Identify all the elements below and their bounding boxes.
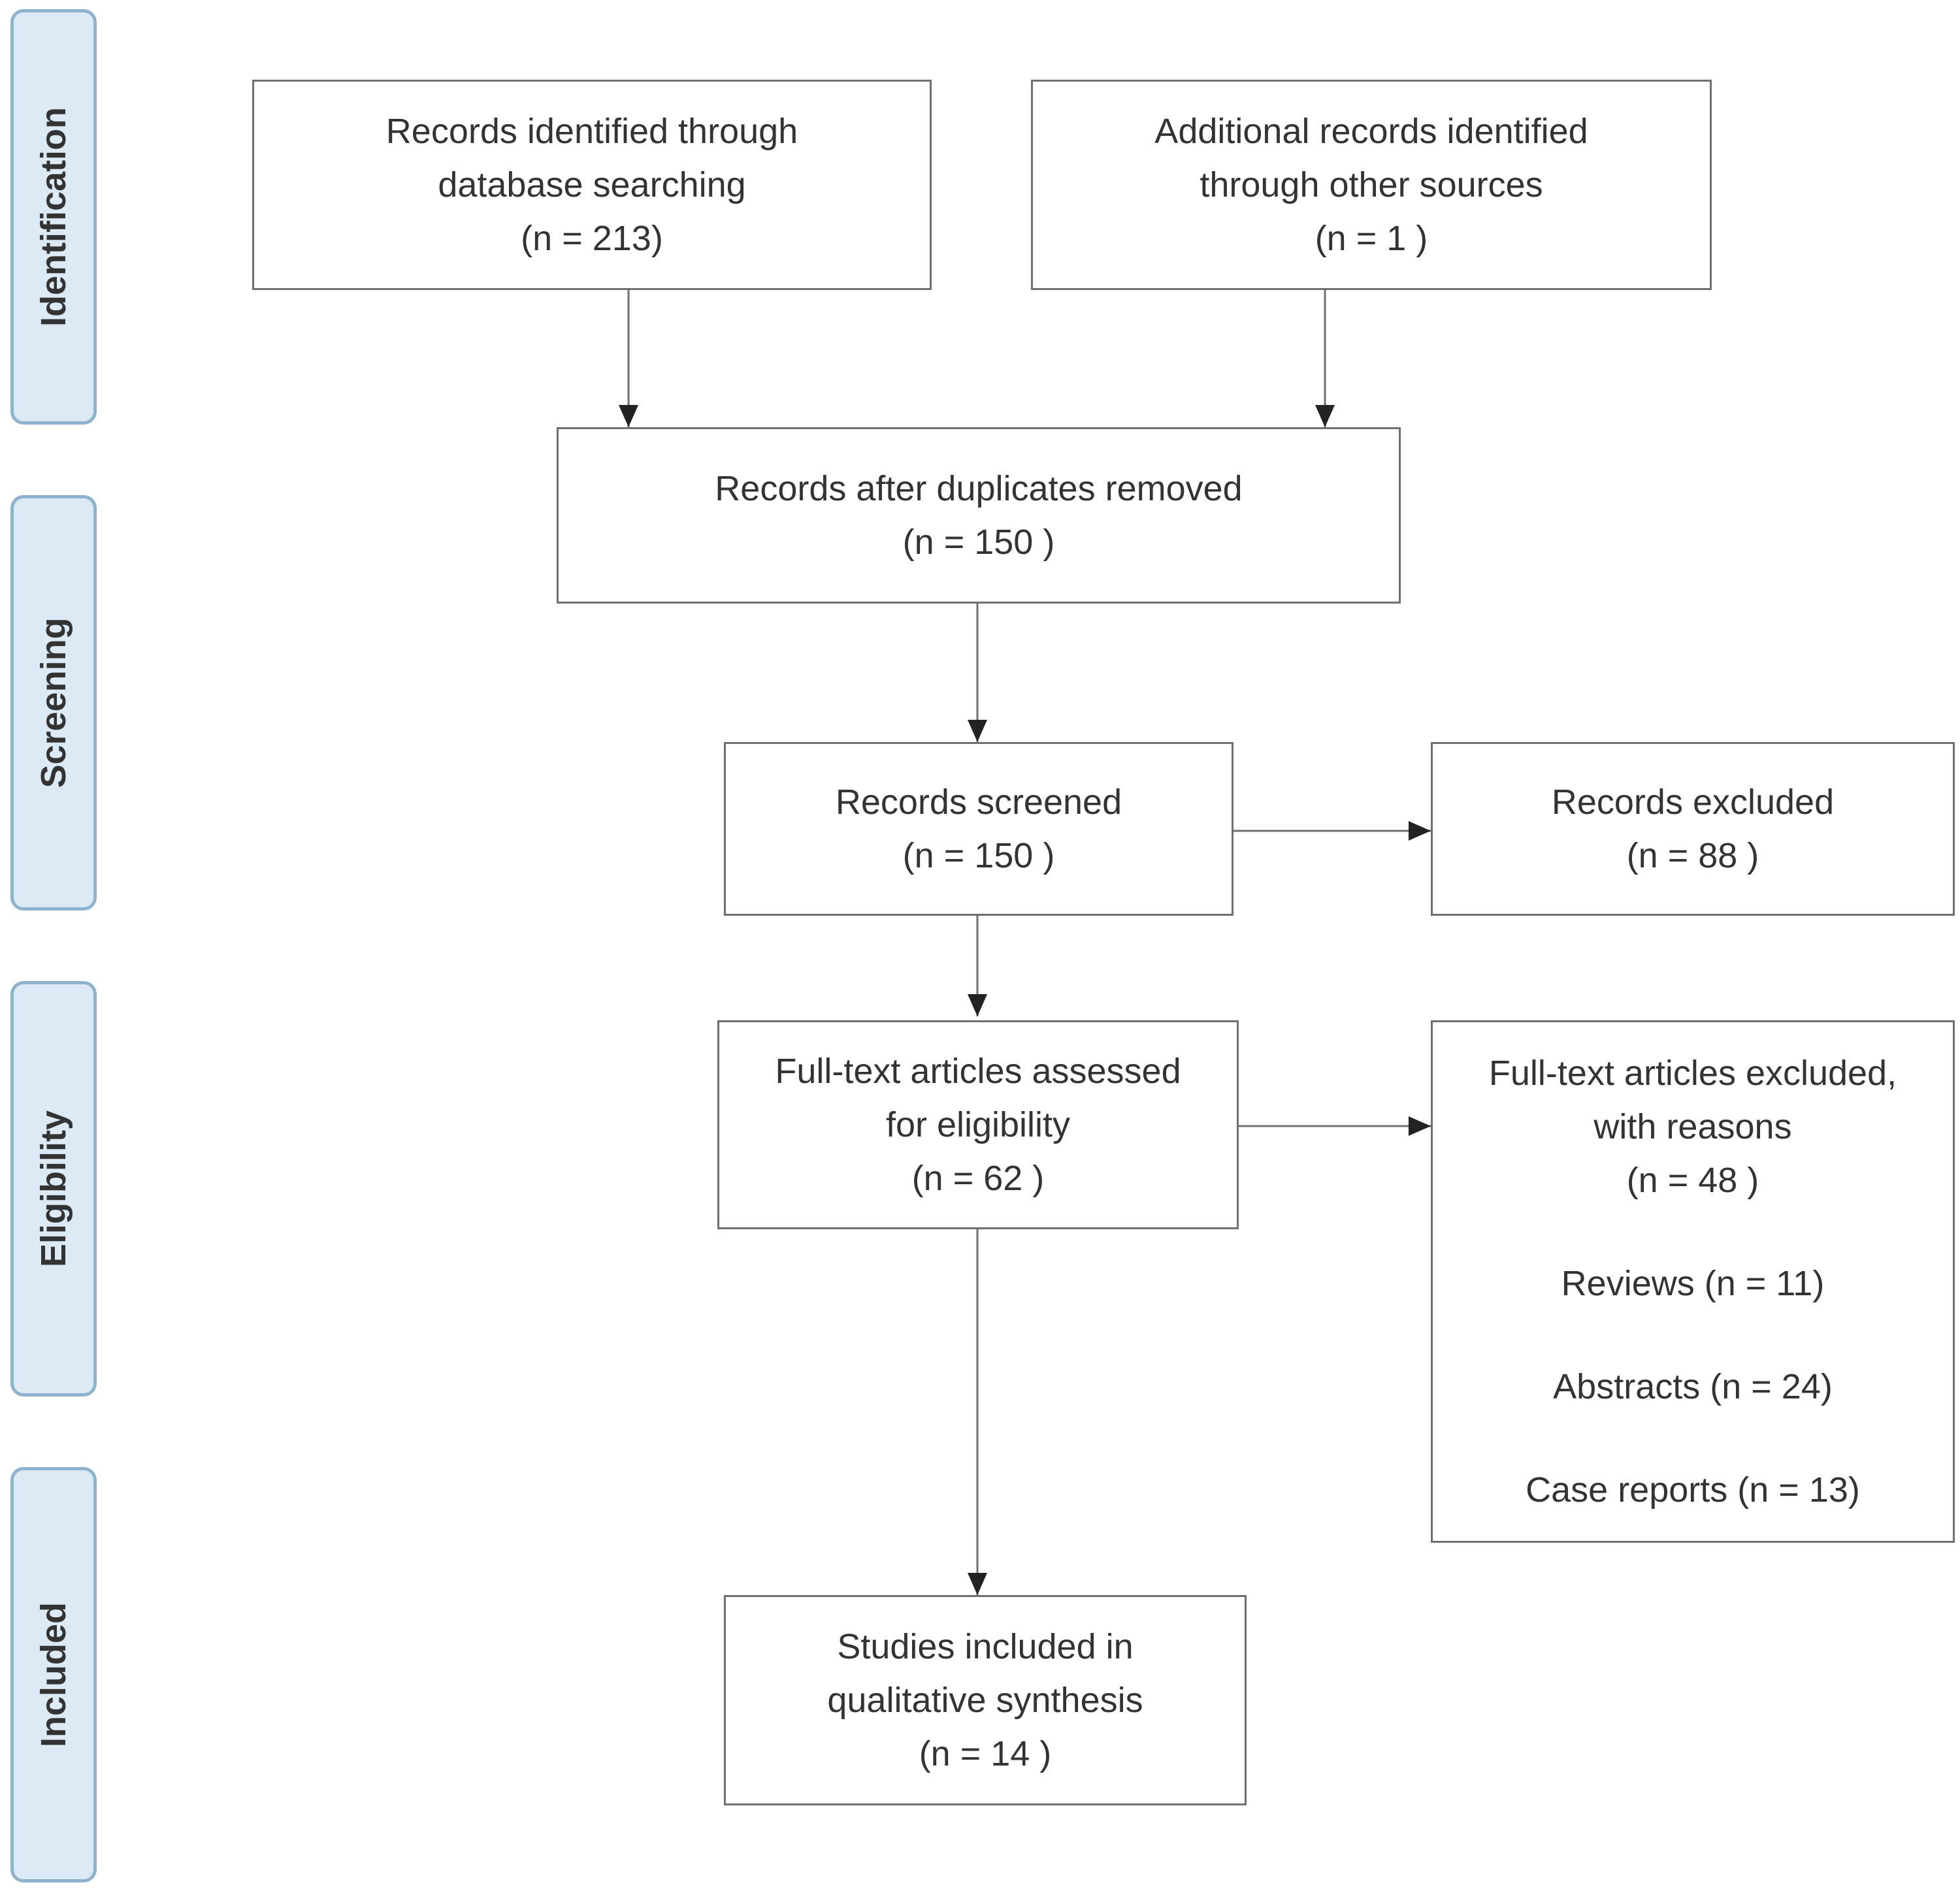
box-text: Records excluded [1551, 783, 1835, 822]
phase-eligibility: Eligibility [10, 981, 97, 1397]
box-text: Records identified through [385, 112, 798, 151]
box-text: Full-text articles assessed [775, 1052, 1181, 1091]
box-text: through other sources [1200, 165, 1543, 204]
box-count: (n = 213) [521, 219, 663, 258]
arrowhead [968, 994, 987, 1016]
phase-identification: Identification [10, 9, 97, 425]
arrowhead [619, 405, 638, 427]
box-text: Records screened [835, 783, 1122, 822]
box-text: database searching [438, 165, 746, 204]
box-text: for eligibility [885, 1105, 1071, 1144]
exclusion-reason: Abstracts (n = 24) [1553, 1367, 1833, 1406]
box-count: (n = 48 ) [1626, 1161, 1759, 1200]
arrowhead [1409, 821, 1431, 841]
box-count: (n = 150 ) [902, 523, 1055, 562]
box-included-studies: Studies included in qualitative synthesi… [724, 1595, 1247, 1805]
box-count: (n = 14 ) [919, 1734, 1052, 1773]
box-other-records: Additional records identified through ot… [1031, 80, 1712, 290]
box-duplicates-removed: Records after duplicates removed (n = 15… [557, 427, 1401, 604]
box-count: (n = 62 ) [911, 1159, 1045, 1198]
exclusion-reason: Case reports (n = 13) [1526, 1470, 1860, 1510]
box-database-records: Records identified through database sear… [252, 80, 932, 290]
arrowhead [1409, 1116, 1431, 1136]
exclusion-reason: Reviews (n = 11) [1561, 1264, 1825, 1303]
box-text: Records after duplicates removed [715, 469, 1243, 508]
phase-screening: Screening [10, 495, 97, 911]
arrowhead [1315, 405, 1335, 427]
box-fulltext-excluded: Full-text articles excluded, with reason… [1431, 1020, 1955, 1543]
box-records-screened: Records screened (n = 150 ) [724, 742, 1233, 916]
box-count: (n = 1 ) [1315, 219, 1428, 258]
box-text: with reasons [1593, 1107, 1792, 1146]
box-text: Full-text articles excluded, [1488, 1054, 1897, 1093]
box-text: Additional records identified [1154, 112, 1588, 151]
box-fulltext-assessed: Full-text articles assessed for eligibil… [717, 1020, 1239, 1229]
box-text: Studies included in [837, 1627, 1134, 1666]
box-count: (n = 88 ) [1626, 836, 1759, 875]
arrowhead [968, 720, 987, 742]
phase-included: Included [10, 1467, 97, 1882]
box-records-excluded: Records excluded (n = 88 ) [1431, 742, 1955, 916]
arrowhead [968, 1573, 987, 1595]
box-count: (n = 150 ) [902, 836, 1055, 875]
box-text: qualitative synthesis [827, 1681, 1143, 1720]
